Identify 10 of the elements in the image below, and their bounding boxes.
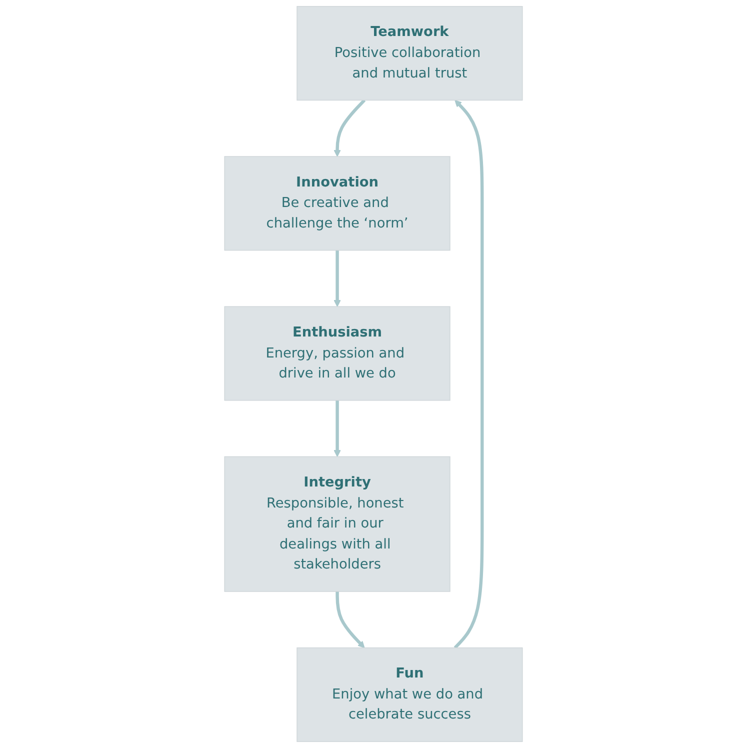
node-box: Fun Enjoy what we do and celebrate success (296, 647, 523, 742)
arrow (334, 99, 366, 157)
node-box: Enthusiasm Energy, passion and drive in all we do (224, 306, 450, 401)
node-box: Teamwork Positive collaboration and mutual trust (296, 6, 523, 101)
arrow (454, 100, 484, 649)
node-box: Integrity Responsible, honest and fair in our dealings with all stakeholders (224, 456, 450, 592)
node-box: Innovation Be creative and challenge the ‘norm’ (224, 156, 450, 251)
arrow (334, 250, 341, 307)
arrow (336, 591, 365, 648)
arrow (334, 400, 341, 457)
